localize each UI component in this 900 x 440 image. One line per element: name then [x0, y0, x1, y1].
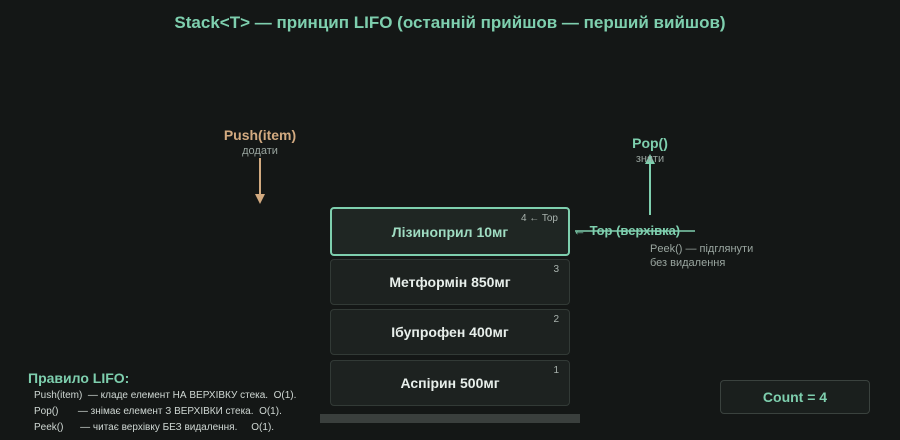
stack-item-label: Ібупрофен 400мг — [391, 324, 509, 340]
peek-note-continued: без видалення — [650, 257, 726, 269]
stack-item-top: Лізиноприл 10мг 4 ← Top — [330, 207, 570, 256]
peek-note: Peek() — підглянути — [650, 243, 754, 255]
push-sublabel: додати — [242, 145, 278, 157]
rule-peek: Peek() — читає верхівку БЕЗ видалення. O… — [34, 422, 275, 433]
rules-title: Правило LIFO: — [28, 370, 130, 386]
stack-base — [320, 414, 580, 423]
pop-arrow — [645, 154, 655, 215]
stack-item-label: Аспірин 500мг — [400, 375, 500, 391]
stack-item-label: Метформін 850мг — [389, 274, 511, 290]
stack-item-index: 2 — [553, 314, 559, 325]
stack-item-index: 1 — [553, 365, 559, 376]
stack-item-bottom: Аспірин 500мг 1 — [330, 360, 570, 406]
stack-item-label: Лізиноприл 10мг — [391, 223, 509, 240]
push-label: Push(item) — [223, 127, 297, 143]
rule-push: Push(item) — кладе елемент НА ВЕРХІВКУ с… — [34, 390, 297, 401]
diagram-title: Stack<T> — принцип LIFO (останній прийшо… — [174, 13, 726, 32]
push-arrow — [255, 158, 265, 204]
pop-sublabel: зняти — [635, 153, 665, 165]
stack-item: Метформін 850мг 3 — [330, 259, 570, 305]
stack-item-index: 3 — [553, 264, 559, 275]
pop-label: Pop() — [632, 135, 668, 151]
rule-pop: Pop() — знімає елемент З ВЕРХІВКИ стека.… — [34, 406, 282, 417]
stack-item-index: 4 ← Top — [520, 213, 558, 224]
top-pointer-label: ← Top (верхівка) — [573, 223, 681, 238]
count-label: Count = 4 — [762, 389, 828, 405]
stack-item: Ібупрофен 400мг 2 — [330, 309, 570, 355]
count-box: Count = 4 — [720, 380, 870, 414]
